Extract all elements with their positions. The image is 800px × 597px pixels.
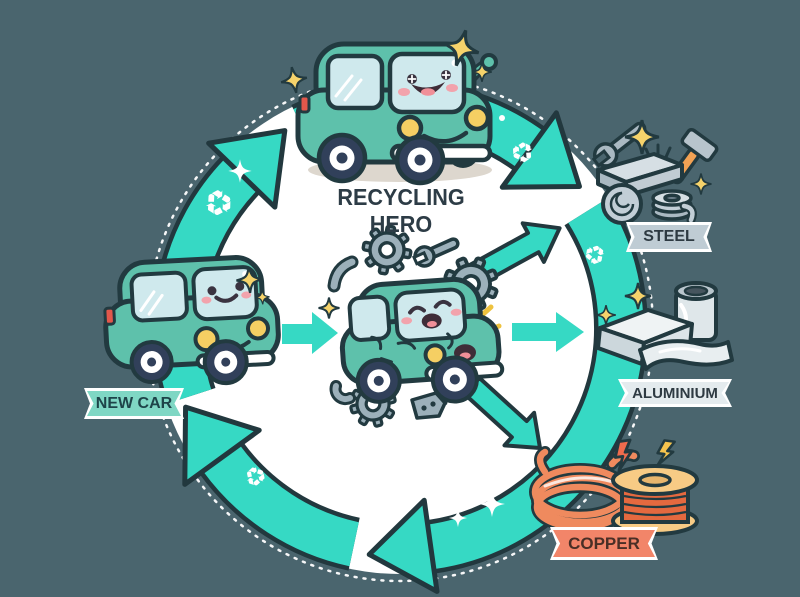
- steel-label: STEEL: [629, 225, 709, 249]
- steel-roll: [601, 183, 643, 225]
- tail-light: [103, 306, 116, 326]
- hand: [480, 53, 498, 71]
- arrow-newcar-to-center: [282, 312, 338, 354]
- wrench-icon: [411, 237, 460, 268]
- steel-banner: STEEL: [626, 222, 712, 252]
- aluminium-illustration: [595, 281, 734, 371]
- window-glare: [334, 74, 363, 102]
- aluminium-banner: ALUMINIUM: [618, 379, 732, 407]
- copper-banner: COPPER: [550, 527, 658, 560]
- diagram-title: RECYCLING HERO: [337, 184, 465, 237]
- new-car-label: NEW CAR: [87, 391, 181, 416]
- headlight: [246, 316, 271, 341]
- metal-curl: [679, 201, 697, 225]
- car-parts-scatter: [317, 220, 508, 434]
- metal-part-icon: [410, 391, 447, 420]
- hero-car: [277, 24, 498, 186]
- sparkle-icon: [689, 172, 713, 196]
- hook-part-icon: [329, 380, 356, 406]
- tail-light: [298, 94, 311, 114]
- wheels: [316, 132, 446, 186]
- headlight: [463, 104, 491, 132]
- happy-closed-eyes: [408, 299, 452, 315]
- new-car-face: [201, 281, 252, 304]
- arrow-center-to-aluminium: [512, 312, 584, 352]
- copper-label: COPPER: [553, 530, 655, 557]
- copper-spool: [611, 464, 699, 536]
- sparkle-icon: [623, 118, 661, 156]
- wheels: [355, 355, 479, 404]
- pipe-elbow-icon: [327, 255, 359, 293]
- steel-illustration: [591, 118, 719, 225]
- window-glare: [139, 290, 164, 316]
- aluminium-label: ALUMINIUM: [621, 382, 729, 404]
- new-car: [103, 255, 281, 386]
- lightning-icon: [654, 438, 676, 469]
- arrow-center-to-copper: [462, 375, 542, 450]
- hero-face: [398, 70, 458, 96]
- sparkle-icon: [277, 63, 311, 97]
- sparkle-dot: [499, 115, 505, 121]
- aluminium-foil: [638, 339, 734, 371]
- headlight: [423, 343, 447, 367]
- steel-slab: [596, 152, 684, 198]
- wheels: [129, 339, 249, 386]
- new-car-banner: NEW CAR: [84, 388, 184, 419]
- damaged-car: [339, 276, 505, 404]
